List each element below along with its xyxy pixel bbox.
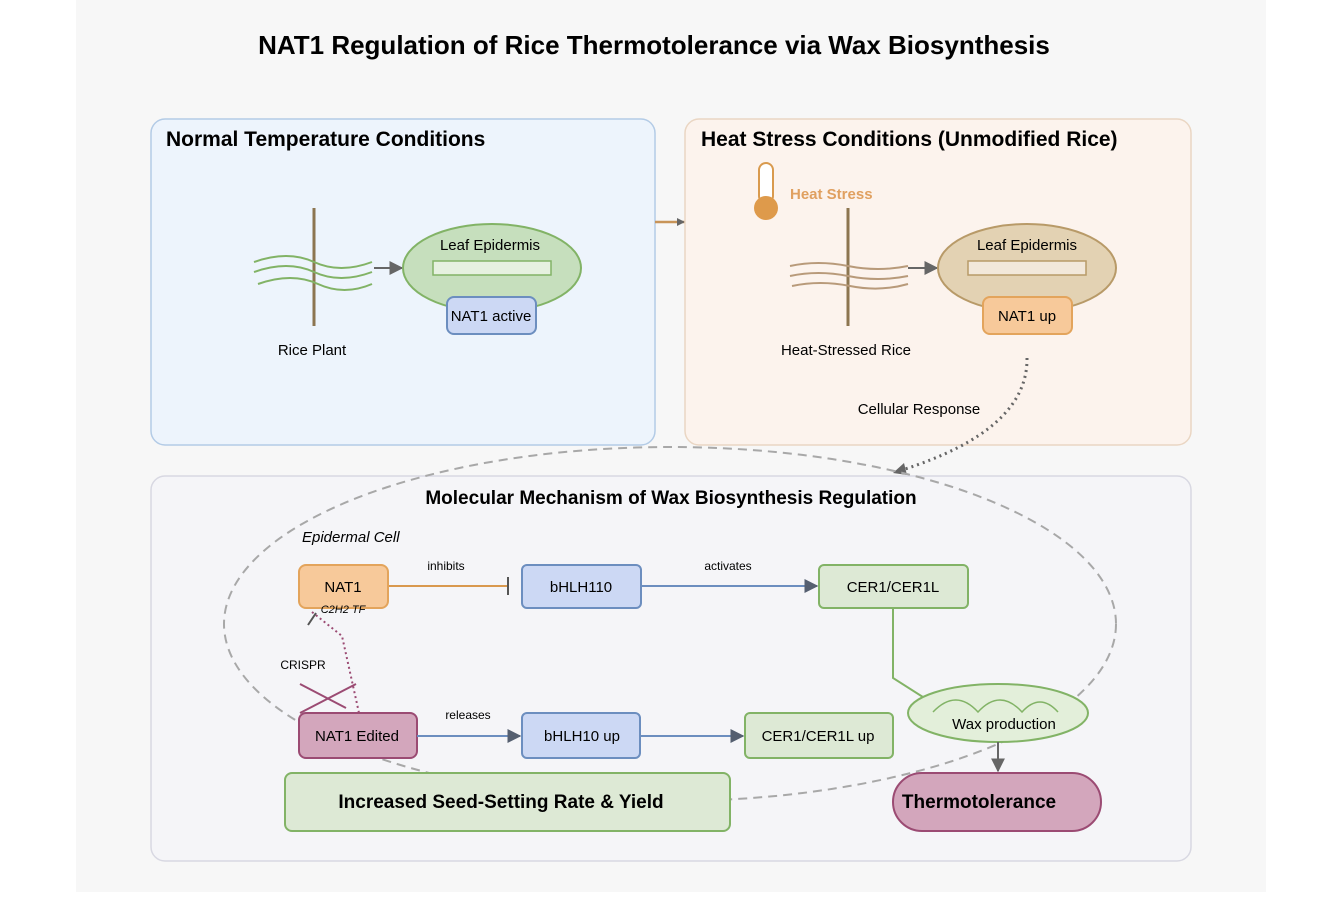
mechanism-panel: Molecular Mechanism of Wax Biosynthesis …: [150, 446, 1192, 862]
leaf-epidermis-label: Leaf Epidermis: [440, 237, 540, 254]
releases-label: releases: [445, 708, 490, 722]
heat-stressed-rice-label: Heat-Stressed Rice: [781, 342, 911, 359]
rice-plant-icon: [253, 208, 373, 326]
cer1-label: CER1/CER1L: [847, 579, 940, 596]
nat1-edited-label: NAT1 Edited: [315, 728, 399, 745]
rice-plant-label: Rice Plant: [278, 342, 347, 359]
bhlh10-up-label: bHLH10 up: [544, 728, 620, 745]
seed-setting-label: Increased Seed-Setting Rate & Yield: [338, 792, 663, 813]
heat-stress-panel: Heat Stress Conditions (Unmodified Rice)…: [684, 118, 1192, 446]
cellular-response-label: Cellular Response: [858, 401, 981, 418]
heat-leaf-epidermis-label: Leaf Epidermis: [977, 237, 1077, 254]
nat1-box: [298, 564, 389, 609]
nat1-up-label: NAT1 up: [998, 308, 1056, 325]
activates-label: activates: [704, 559, 751, 573]
heat-panel-box: [684, 118, 1192, 446]
bhlh110-box: [521, 564, 642, 609]
normal-panel-box: [150, 118, 656, 446]
mechanism-panel-title: Molecular Mechanism of Wax Biosynthesis …: [425, 488, 916, 509]
crispr-cut-mark: [307, 612, 317, 626]
seed-setting-box: [284, 772, 731, 832]
nat1-active-label: NAT1 active: [451, 308, 532, 325]
thermotolerance-box: [892, 772, 1102, 832]
bhlh110-label: bHLH110: [550, 579, 612, 596]
cer1-up-box: [744, 712, 894, 759]
thermometer-icon: [754, 162, 778, 220]
normal-temperature-panel: Normal Temperature Conditions Leaf Epide…: [150, 118, 656, 446]
wax-curves: [932, 699, 1059, 714]
heat-panel-title: Heat Stress Conditions (Unmodified Rice): [701, 128, 1118, 151]
heat-wax-layer: [967, 260, 1087, 276]
wax-production-label: Wax production: [952, 716, 1056, 733]
nat1-up-box: [982, 296, 1073, 335]
normal-panel-title: Normal Temperature Conditions: [166, 128, 485, 151]
inhibits-label: inhibits: [427, 559, 464, 573]
epidermal-cell-label: Epidermal Cell: [302, 529, 400, 546]
cellular-response-arrow: [901, 357, 1029, 472]
wax-layer: [432, 260, 552, 276]
nat1-label: NAT1: [324, 579, 361, 596]
panel-connector-head: [677, 218, 685, 226]
heat-stressed-rice-icon: [789, 208, 909, 326]
diagram-title: NAT1 Regulation of Rice Thermotolerance …: [258, 30, 1050, 60]
nat1-sublabel: C2H2 TF: [321, 604, 367, 616]
wax-production-ellipse: [907, 683, 1089, 743]
thermotolerance-label: Thermotolerance: [902, 792, 1056, 813]
crispr-label: CRISPR: [280, 658, 326, 672]
nat1-active-box: [446, 296, 537, 335]
crispr-edit-path: [311, 611, 360, 714]
cer1-up-label: CER1/CER1L up: [762, 728, 875, 745]
cellular-response-arrow-head: [893, 463, 907, 475]
crispr-scissors-icon: [299, 683, 357, 714]
heat-stress-label: Heat Stress: [790, 186, 873, 203]
